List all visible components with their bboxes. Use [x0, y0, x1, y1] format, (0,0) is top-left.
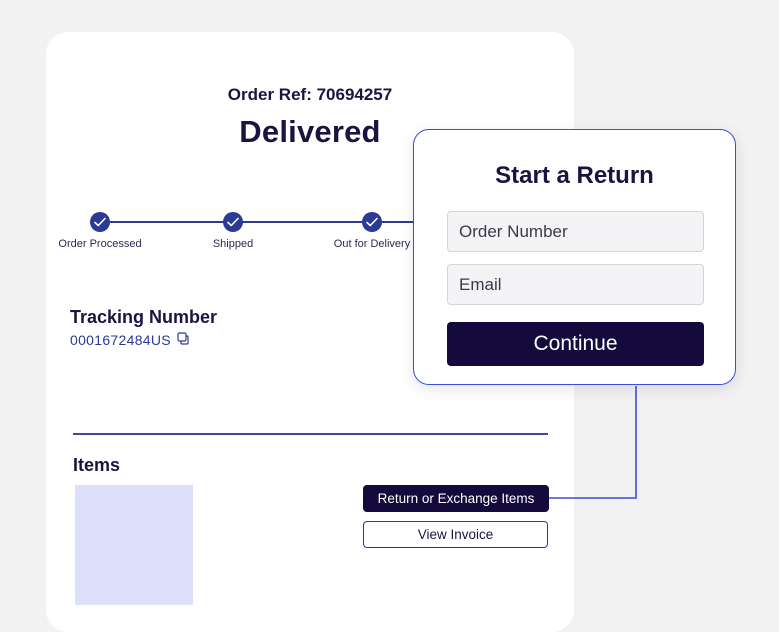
- order-status: Delivered: [239, 114, 381, 149]
- items-title: Items: [73, 455, 121, 475]
- tracking-number: 0001672484US: [70, 332, 171, 348]
- tracking-number-row: 0001672484US: [70, 332, 190, 348]
- step-label-out-for-delivery: Out for Delivery: [333, 238, 411, 250]
- item-image-placeholder: [75, 485, 193, 605]
- step-order-processed-check-icon: [90, 212, 110, 232]
- step-shipped-check-icon: [223, 212, 243, 232]
- step-label-shipped: Shipped: [212, 238, 254, 250]
- continue-button[interactable]: Continue: [447, 322, 704, 366]
- tracking-title: Tracking Number: [70, 307, 218, 327]
- copy-icon[interactable]: [177, 332, 190, 348]
- view-invoice-button[interactable]: View Invoice: [363, 521, 548, 548]
- return-exchange-button[interactable]: Return or Exchange Items: [363, 485, 549, 512]
- popup-title: Start a Return: [495, 162, 654, 189]
- order-number-input[interactable]: [447, 211, 704, 252]
- email-input[interactable]: [447, 264, 704, 305]
- start-return-popup: Start a Return Continue: [413, 129, 736, 385]
- order-ref: Order Ref: 70694257: [227, 85, 393, 104]
- step-out-for-delivery-check-icon: [362, 212, 382, 232]
- step-label-order-processed: Order Processed: [58, 238, 142, 250]
- section-divider: [73, 433, 548, 435]
- progress-track: [100, 221, 500, 223]
